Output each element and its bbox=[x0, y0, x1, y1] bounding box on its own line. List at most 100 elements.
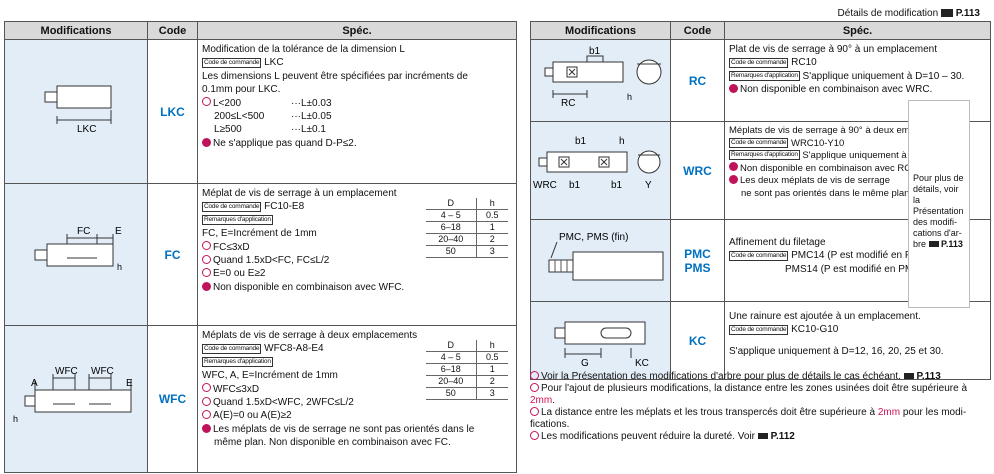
order-code-tag: Code de commande bbox=[729, 250, 789, 261]
order-code-value: LKC bbox=[264, 57, 284, 69]
spec-line: Les deux méplats de vis de serrage bbox=[740, 175, 890, 186]
spec-line: FC, E=Incrément de 1mm bbox=[202, 228, 317, 240]
fc-dim-label: FC bbox=[77, 226, 90, 237]
code-wfc: WFC bbox=[147, 325, 198, 473]
spec-line: WFC≤3xD bbox=[213, 383, 260, 395]
remarks-tag: Remarques d'application bbox=[202, 357, 273, 368]
order-code-value: WRC10-Y10 bbox=[790, 137, 845, 149]
b1-dim-label: b1 bbox=[589, 46, 601, 57]
spec-line: Ne s'applique pas quand D-P≤2. bbox=[213, 137, 357, 149]
top-note: Détails de modification P.113 bbox=[838, 8, 980, 19]
order-code-value: WFC8-A8-E4 bbox=[264, 343, 324, 355]
code-pms: PMS bbox=[684, 260, 711, 275]
order-code-tag: Code de commande bbox=[729, 324, 789, 335]
pmc-diagram-cell: PMC, PMS (fin) bbox=[530, 219, 671, 302]
reference-icon bbox=[757, 433, 768, 439]
right-header-row: Modifications Code Spéc. bbox=[530, 21, 991, 40]
note-icon bbox=[202, 268, 211, 278]
rc-dim-label: RC bbox=[561, 98, 575, 109]
tolerance-value: ···L±0.03 bbox=[291, 97, 332, 109]
spec-line: S'applique uniquement à D=10 – 30. bbox=[802, 70, 965, 82]
spec-wfc: Méplats de vis de serrage à deux emplace… bbox=[197, 325, 517, 473]
fc-diagram-cell: FC E h bbox=[4, 183, 148, 326]
left-header-row: Modifications Code Spéc. bbox=[4, 21, 517, 40]
y-dim-label: Y bbox=[645, 180, 652, 191]
side-info-box: Pour plus de détails, voir la Présentati… bbox=[908, 100, 970, 308]
note-icon bbox=[530, 430, 539, 440]
row-kc: G KC KC Une rainure est ajoutée à un emp… bbox=[530, 301, 991, 380]
reference-icon bbox=[928, 241, 939, 247]
note-icon bbox=[202, 254, 211, 264]
footnote-text: La distance entre les méplats et les tro… bbox=[541, 407, 876, 418]
note-icon bbox=[202, 383, 211, 393]
note-icon bbox=[202, 410, 211, 420]
row-pmc-pms: PMC, PMS (fin) PMC PMS Affinement du fil… bbox=[530, 219, 991, 302]
wfc-dim-label: WFC bbox=[55, 366, 78, 377]
spec-line: E=0 ou E≥2 bbox=[213, 268, 266, 280]
tolerance-value: ···L±0.1 bbox=[291, 124, 326, 136]
wrc-dim-label: WRC bbox=[533, 180, 557, 191]
mini-cell: 3 bbox=[476, 387, 508, 400]
remarks-tag: Remarques d'application bbox=[729, 71, 800, 82]
footnote-ref[interactable]: P.113 bbox=[916, 371, 941, 382]
pmc-pms-label: PMC, PMS (fin) bbox=[559, 232, 628, 243]
mini-cell: 0.5 bbox=[476, 351, 508, 364]
spec-line: Non disponible en combinaison avec WRC. bbox=[740, 84, 933, 96]
code-wrc: WRC bbox=[670, 121, 725, 220]
wrc-diagram-cell: h b1 WRC b1 b1 Y bbox=[530, 121, 671, 220]
mini-cell: 50 bbox=[426, 245, 477, 258]
b1-dim-label: b1 bbox=[575, 136, 587, 147]
reference-icon bbox=[903, 373, 914, 379]
tolerance-range: L<200 bbox=[213, 97, 242, 109]
not-available-icon bbox=[729, 84, 738, 94]
rc-diagram-cell: b1 RC h bbox=[530, 39, 671, 122]
mini-cell: 2 bbox=[476, 233, 508, 246]
not-available-icon bbox=[202, 281, 211, 291]
spec-line: Quand 1.5xD<FC, FC≤L/2 bbox=[213, 255, 330, 267]
mini-cell: 4 – 5 bbox=[426, 351, 477, 364]
side-info-text: Pour plus de détails, voir la Présentati… bbox=[913, 173, 964, 249]
spec-kc: Une rainure est ajoutée à un emplacement… bbox=[724, 301, 991, 380]
note-icon bbox=[202, 396, 211, 406]
not-available-icon bbox=[729, 174, 738, 184]
footnote-text: . bbox=[552, 395, 556, 406]
order-code-tag: Code de commande bbox=[202, 57, 262, 68]
top-note-ref[interactable]: P.113 bbox=[955, 8, 980, 19]
mini-cell: 50 bbox=[426, 387, 477, 400]
wrc-diagram: h b1 WRC b1 b1 Y bbox=[533, 136, 661, 191]
lkc-diagram-cell: LKC bbox=[4, 39, 148, 184]
mini-head: h bbox=[476, 340, 508, 352]
mini-head: h bbox=[476, 198, 508, 210]
order-code-tag: Code de commande bbox=[729, 137, 789, 148]
code-pmc-pms: PMC PMS bbox=[670, 219, 725, 302]
spec-line: WFC, A, E=Incrément de 1mm bbox=[202, 370, 338, 382]
code-pmc: PMC bbox=[684, 246, 711, 261]
spec-line: Modification de la tolérance de la dimen… bbox=[202, 44, 405, 55]
e-dim-label: E bbox=[115, 226, 122, 237]
footnote: Voir la Présentation des modifications d… bbox=[530, 370, 990, 383]
header-code: Code bbox=[147, 21, 198, 40]
footnote-text: pour les modi-fications. bbox=[530, 407, 967, 430]
lkc-diagram: LKC bbox=[44, 85, 112, 135]
spec-line: S'applique uniquement à D=12, 16, 20, 25… bbox=[729, 345, 944, 357]
footnote: Les modifications peuvent réduire la dur… bbox=[530, 430, 990, 443]
footnote-ref[interactable]: P.112 bbox=[770, 431, 795, 442]
mini-cell: 0.5 bbox=[476, 209, 508, 222]
wfc-diagram-cell: A WFC WFC E h bbox=[4, 325, 148, 473]
remarks-tag: Remarques d'application bbox=[202, 215, 273, 226]
tolerance-range: L≥500 bbox=[214, 124, 242, 136]
kc-diagram: G KC bbox=[554, 321, 649, 369]
tolerance-value: ···L±0.05 bbox=[291, 111, 332, 123]
kc-diagram-cell: G KC bbox=[530, 301, 671, 380]
order-code-tag: Code de commande bbox=[202, 201, 262, 212]
mini-cell: 6–18 bbox=[426, 221, 477, 234]
side-info-ref[interactable]: P.113 bbox=[941, 239, 963, 249]
mini-head: D bbox=[426, 340, 477, 352]
spec-line: A(E)=0 ou A(E)≥2 bbox=[213, 410, 292, 422]
spec-line: Les méplats de vis de serrage ne sont pa… bbox=[213, 423, 475, 435]
note-icon bbox=[530, 382, 539, 392]
e-dim-label: E bbox=[126, 378, 133, 389]
order-code-value: PMC14 (P est modifié en PMC) bbox=[791, 250, 931, 262]
spec-line: S'applique uniquement à D=10 – 30. bbox=[802, 150, 957, 161]
